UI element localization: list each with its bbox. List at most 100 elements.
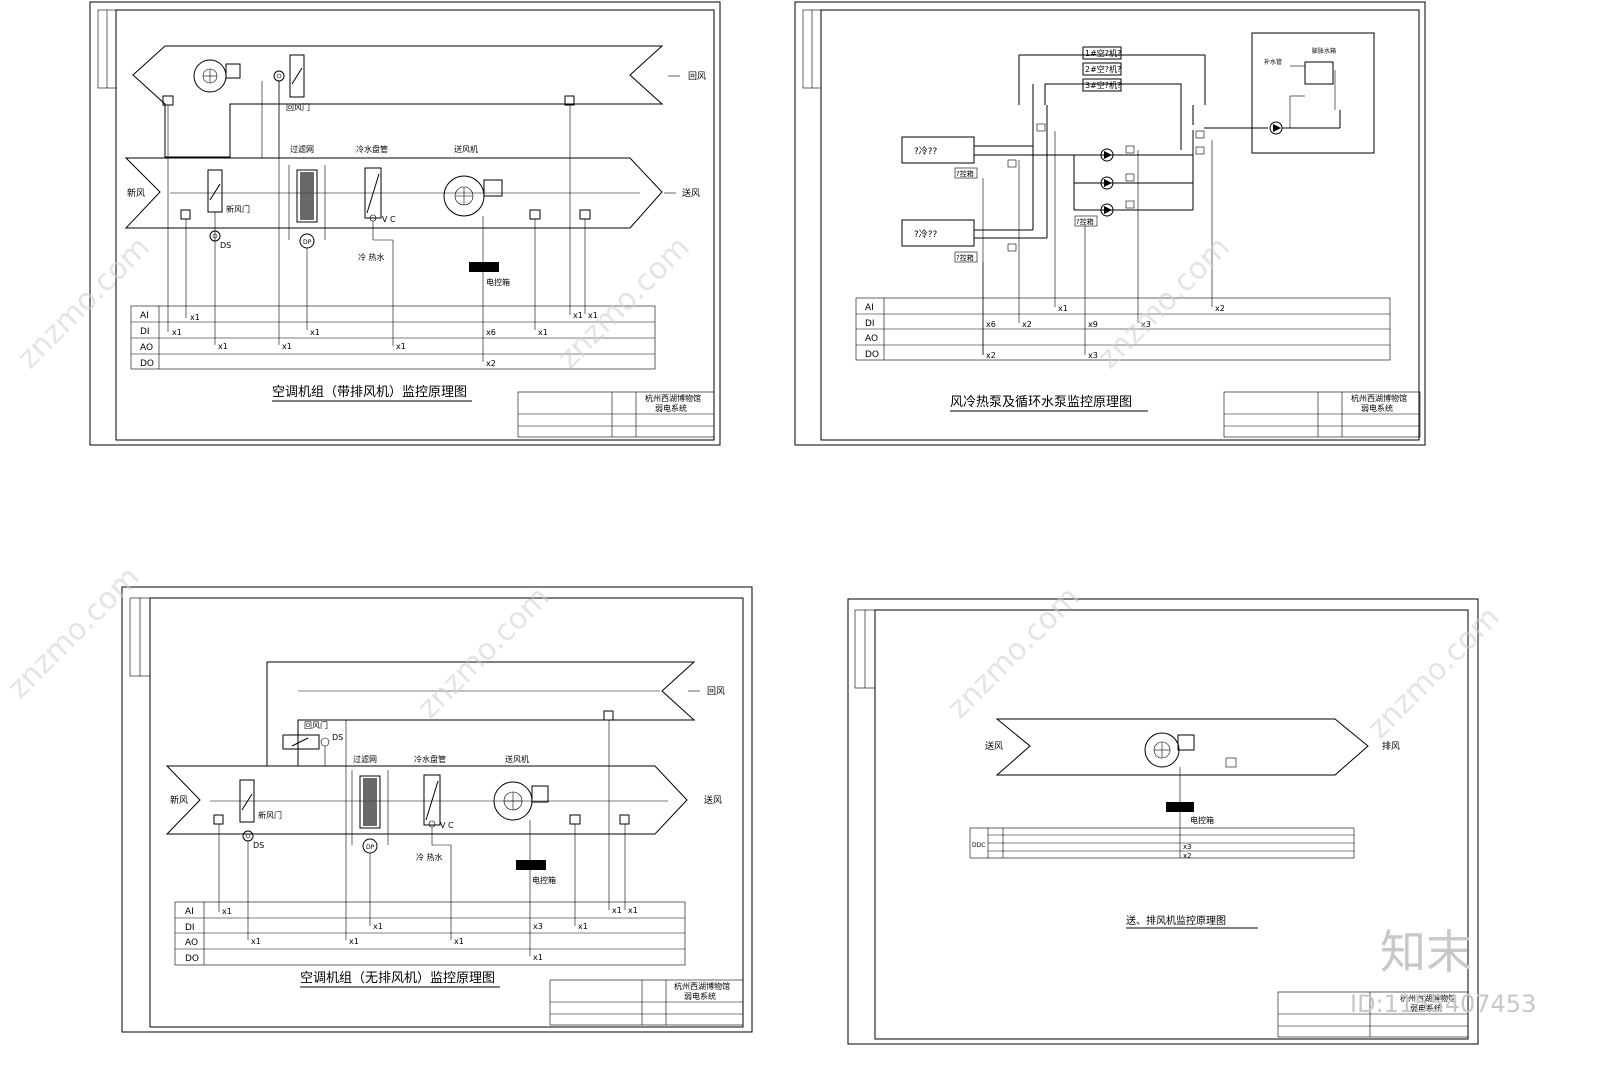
sheet3-return-air-label: 回风: [707, 686, 725, 697]
sheet2-ctrl3: ?控箱: [1076, 217, 1094, 226]
sheet1-io-row-do: DO: [140, 359, 154, 369]
sheet2-inner-frame: [820, 9, 1420, 441]
sheet2-system-name: 弱电系统: [1361, 403, 1393, 413]
sheet3-control-box-icon: [516, 860, 546, 870]
sheet1-io-tag: x2: [486, 359, 496, 368]
sheet2-expansion-tank-box: [1251, 32, 1375, 154]
sheet1-io-tag: x1: [396, 342, 406, 351]
sheet-heat-pump: 1#空?机? 2#空?机? 3#空?机? ?冷?? ?冷?? ?控箱 ?控箱 ?…: [794, 1, 1426, 446]
watermark-brand-logo: 知末: [1380, 925, 1472, 979]
sheet2-title: 风冷热泵及循环水泵监控原理图: [950, 395, 1132, 410]
sheet2-io-tag: x2: [1215, 304, 1225, 313]
sheet1-temp-sensor-return-icon: [564, 95, 575, 106]
sheet1-io-tag: x1: [282, 342, 292, 351]
sheet4-inner-frame: [874, 609, 1469, 1040]
sheet3-io-tag: x1: [373, 922, 383, 931]
sheet3-return-temp-sensor-icon: [603, 710, 614, 721]
svg-text:DP: DP: [366, 844, 375, 851]
sheet3-ds-label-top: DS: [332, 733, 343, 742]
sheet1-io-tag: x1: [310, 328, 320, 337]
sheet2-chiller1: [901, 136, 975, 164]
sheet2-io-row-ai: AI: [865, 303, 874, 313]
sheet1-actuator-icon: [273, 70, 285, 82]
watermark-text: znzmo.com: [941, 580, 1087, 726]
sheet1-filter-icon: [296, 169, 318, 223]
sheet4-outer-frame: [847, 598, 1479, 1045]
sheet3-io-row-di: DI: [185, 923, 195, 933]
sheet1-io-row-ai: AI: [140, 311, 149, 321]
sheet1-supply-air-label: 送风: [682, 187, 700, 199]
sheet1-io-table: [130, 305, 656, 370]
sheet4-title: 送、排风机监控原理图: [1126, 914, 1226, 927]
sheet1-supply-duct: [124, 157, 663, 229]
sheet3-fresh-temp-sensor-icon: [213, 814, 224, 825]
sheet1-control-box-icon: [469, 262, 499, 272]
sheet1-fresh-damper-label: 新风门: [226, 204, 250, 214]
sheet3-chw-label: 冷 热水: [416, 852, 443, 862]
sheet3-outer-frame: [121, 586, 753, 1033]
sheet1-fresh-air-label: 新风: [127, 187, 145, 199]
sheet4-ddc-label: DDC: [972, 842, 985, 849]
sheet3-io-row-do: DO: [185, 954, 199, 964]
sheet2-outer-frame: [794, 1, 1426, 446]
sheet1-outer-frame: [89, 1, 721, 446]
sheet3-supply-duct: [165, 765, 688, 835]
sheet1-return-duct: [132, 45, 664, 158]
sheet1-supply-temp-sensor-icon: [579, 209, 591, 220]
sheet2-io-row-ao: AO: [865, 334, 878, 344]
sheet3-fresh-damper-label: 新风门: [258, 810, 282, 820]
sheet2-ctrl2: ?控箱: [956, 253, 974, 262]
sheet2-io-tag: x3: [1141, 320, 1151, 329]
sheet2-chiller1-label: ?冷??: [914, 145, 938, 157]
sheet3-io-tag: x1: [349, 937, 359, 946]
sheet2-io-tag: x2: [1022, 320, 1032, 329]
sheet3-control-box-label: 电控箱: [532, 875, 556, 885]
sheet1-coil-label: 冷水盘管: [356, 144, 388, 154]
sheet3-titleblock: [549, 979, 744, 1026]
sheet3-system-name: 弱电系统: [684, 991, 716, 1001]
sheet1-io-tag: x1: [172, 328, 182, 337]
sheet1-return-air-label: 回风: [688, 71, 706, 82]
sheet1-return-damper-icon: [289, 54, 305, 98]
sheet1-title: 空调机组（带排风机）监控原理图: [272, 385, 467, 400]
sheet2-ahu3: 3#空?机?: [1085, 80, 1121, 90]
sheet2-io-tag: x9: [1088, 320, 1098, 329]
sheet-ahu-no-exhaust: 回风 新风 送风 回风门 DS 新风门 DS 过滤网 DP 冷水盘管 V C: [121, 586, 753, 1033]
watermark-text: znzmo.com: [1, 560, 147, 706]
sheet1-ds-label: DS: [220, 241, 231, 250]
sheet1-return-damper-label: 回风门: [286, 102, 310, 112]
sheet1-pressure-switch-icon: [529, 209, 541, 220]
sheet3-return-damper-icon: [282, 734, 320, 750]
sheet4-exhaust-air-label: 排风: [1382, 740, 1400, 752]
sheet2-chiller2: [901, 219, 975, 247]
sheet1-system-name: 弱电系统: [655, 403, 687, 413]
sheet4-supply-air-label: 送风: [985, 740, 1003, 752]
sheet3-pressure-switch-icon: [569, 814, 581, 825]
sheet3-io-tag: x1: [628, 906, 638, 915]
sheet3-fresh-air-label: 新风: [170, 794, 188, 806]
sheet3-io-tag: x3: [533, 922, 543, 931]
sheet1-io-tag: x6: [486, 328, 496, 337]
sheet2-makeup-label: 补水管: [1264, 58, 1282, 66]
svg-text:DP: DP: [303, 239, 312, 246]
sheet2-tank-label: 膨胀水箱: [1312, 47, 1336, 55]
sheet2-ctrl1: ?控箱: [956, 169, 974, 178]
sheet1-io-tag: x1: [218, 342, 228, 351]
sheet2-io-tag: x3: [1088, 351, 1098, 360]
sheet1-io-tag: x1: [588, 311, 598, 320]
watermark-id: ID:1155407453: [1350, 990, 1536, 1018]
sheet3-vc-label: V C: [440, 821, 454, 830]
sheet3-filter-icon: [359, 775, 381, 829]
sheet1-supply-fan-label: 送风机: [454, 144, 478, 154]
sheet3-io-tag: x1: [612, 906, 622, 915]
sheet3-inner-frame: [149, 597, 744, 1028]
sheet1-fresh-temp-sensor-icon: [180, 209, 191, 220]
sheet1-inner-frame: [115, 9, 715, 441]
sheet4-control-box-icon: [1166, 802, 1194, 812]
sheet3-io-row-ai: AI: [185, 907, 194, 917]
sheet4-pressure-switch-icon: [1225, 757, 1237, 768]
sheet2-io-row-do: DO: [865, 350, 879, 360]
sheet2-io-row-di: DI: [865, 319, 875, 329]
sheet3-ds-label: DS: [253, 841, 264, 850]
